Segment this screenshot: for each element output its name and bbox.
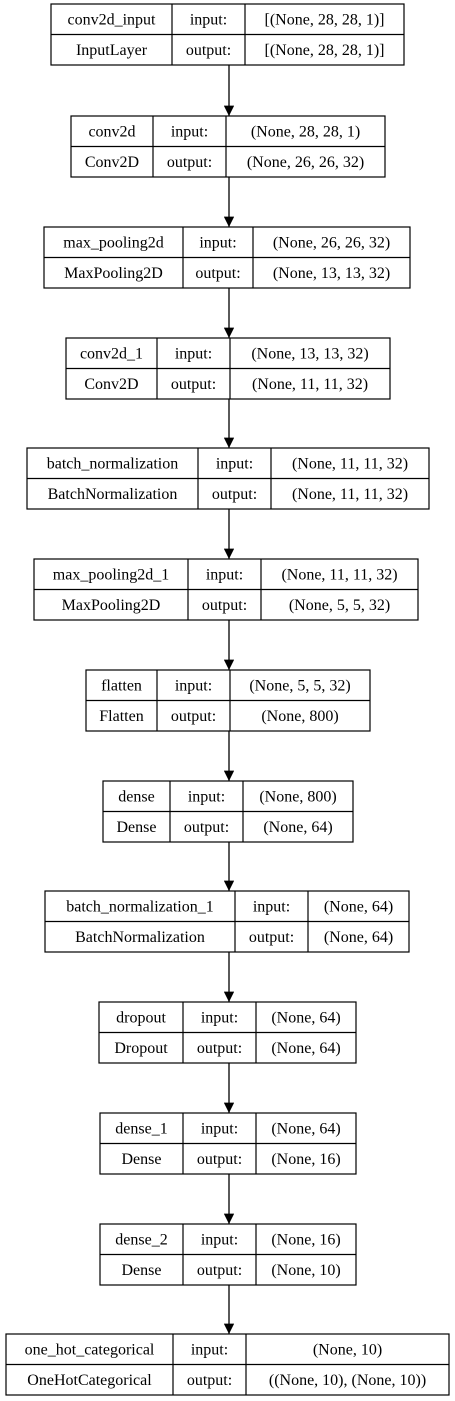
input-label: input:	[216, 455, 253, 472]
layer-type: MaxPooling2D	[62, 597, 161, 614]
input-shape: (None, 16)	[271, 1231, 340, 1248]
input-shape: (None, 64)	[271, 1120, 340, 1137]
input-shape: (None, 64)	[324, 898, 393, 915]
layer-name: conv2d_input	[68, 11, 157, 28]
layer-name: one_hot_categorical	[25, 1341, 155, 1358]
output-label: output:	[171, 708, 216, 725]
layer-name: batch_normalization	[47, 455, 179, 472]
output-shape: (None, 16)	[271, 1151, 340, 1168]
output-shape: (None, 11, 11, 32)	[252, 376, 368, 393]
output-label: output:	[195, 265, 240, 282]
input-shape: (None, 26, 26, 32)	[273, 234, 390, 251]
layer-type: Dense	[117, 819, 157, 836]
layer-name: conv2d	[88, 123, 135, 140]
output-label: output:	[171, 376, 216, 393]
layer-type: Conv2D	[84, 376, 138, 393]
output-label: output:	[197, 1262, 242, 1279]
input-label: input:	[201, 1231, 238, 1248]
layer-type: Dense	[122, 1151, 162, 1168]
layer-name: flatten	[101, 677, 142, 694]
layer-name: dropout	[116, 1009, 166, 1026]
layer-name: dense_1	[115, 1120, 167, 1137]
input-label: input:	[190, 11, 227, 28]
layer-name: dense	[118, 788, 154, 805]
output-label: output:	[249, 929, 294, 946]
input-shape: (None, 11, 11, 32)	[292, 455, 408, 472]
input-label: input:	[199, 234, 236, 251]
output-label: output:	[212, 486, 257, 503]
output-shape: (None, 26, 26, 32)	[247, 154, 364, 171]
input-shape: (None, 13, 13, 32)	[251, 345, 368, 362]
input-label: input:	[175, 677, 212, 694]
input-label: input:	[253, 898, 290, 915]
output-shape: (None, 64)	[271, 1040, 340, 1057]
output-shape: ((None, 10), (None, 10))	[269, 1372, 426, 1389]
input-shape: (None, 28, 28, 1)	[251, 123, 360, 140]
output-shape: (None, 10)	[271, 1262, 340, 1279]
output-shape: (None, 800)	[261, 708, 338, 725]
input-shape: (None, 10)	[313, 1341, 382, 1358]
layer-type: Flatten	[99, 708, 143, 725]
input-label: input:	[171, 123, 208, 140]
layer-type: MaxPooling2D	[64, 265, 163, 282]
input-label: input:	[188, 788, 225, 805]
layer-type: BatchNormalization	[48, 486, 178, 503]
layer-type: Dropout	[114, 1040, 168, 1057]
layer-type: InputLayer	[76, 42, 148, 59]
input-shape: (None, 800)	[259, 788, 336, 805]
output-label: output:	[202, 597, 247, 614]
output-shape: [(None, 28, 28, 1)]	[265, 42, 385, 59]
input-label: input:	[201, 1120, 238, 1137]
layer-type: Conv2D	[85, 154, 139, 171]
output-label: output:	[187, 1372, 232, 1389]
output-label: output:	[197, 1040, 242, 1057]
layer-name: max_pooling2d	[63, 234, 163, 251]
layer-name: max_pooling2d_1	[53, 566, 169, 583]
output-label: output:	[167, 154, 212, 171]
input-label: input:	[191, 1341, 228, 1358]
input-shape: [(None, 28, 28, 1)]	[265, 11, 385, 28]
input-label: input:	[201, 1009, 238, 1026]
output-label: output:	[184, 819, 229, 836]
layer-name: batch_normalization_1	[66, 898, 214, 915]
layer-type: Dense	[122, 1262, 162, 1279]
input-shape: (None, 64)	[271, 1009, 340, 1026]
input-shape: (None, 5, 5, 32)	[249, 677, 350, 694]
output-shape: (None, 5, 5, 32)	[289, 597, 390, 614]
output-shape: (None, 64)	[263, 819, 332, 836]
input-label: input:	[175, 345, 212, 362]
output-shape: (None, 11, 11, 32)	[292, 486, 408, 503]
input-shape: (None, 11, 11, 32)	[281, 566, 397, 583]
output-label: output:	[197, 1151, 242, 1168]
output-shape: (None, 13, 13, 32)	[273, 265, 390, 282]
output-shape: (None, 64)	[324, 929, 393, 946]
layer-name: conv2d_1	[80, 345, 143, 362]
output-label: output:	[186, 42, 231, 59]
layer-type: OneHotCategorical	[27, 1372, 152, 1389]
input-label: input:	[206, 566, 243, 583]
layer-type: BatchNormalization	[75, 929, 205, 946]
layer-name: dense_2	[115, 1231, 167, 1248]
